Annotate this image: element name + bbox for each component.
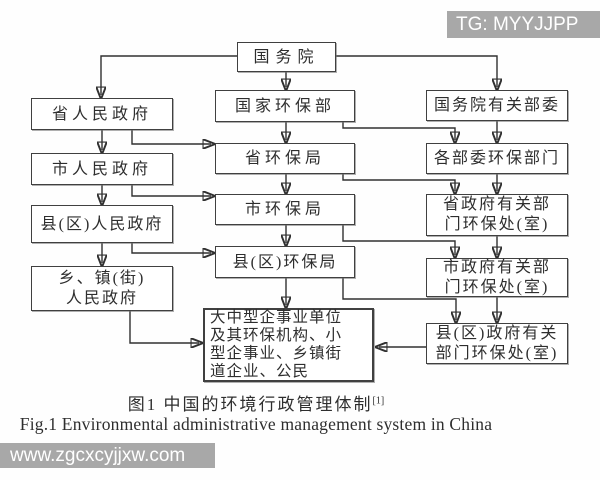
watermark-top-right: TG: MYYJJPP bbox=[447, 11, 600, 38]
node-provincial-dept-ep-office-label: 省政府有关部 门环保处(室) bbox=[442, 196, 551, 233]
node-county-government: 县(区)人民政府 bbox=[31, 205, 173, 243]
edge-cityepb-citydept bbox=[342, 225, 455, 255]
watermark-bottom-left: www.zgcxcyjjxw.com bbox=[0, 443, 215, 468]
node-provincial-epb-label: 省环保局 bbox=[244, 150, 325, 167]
node-municipal-government-label: 市人民政府 bbox=[51, 160, 152, 178]
node-county-government-label: 县(区)人民政府 bbox=[40, 215, 164, 233]
edge-statecouncil-ministries bbox=[336, 55, 497, 87]
node-enterprises-public-label: 大中型企事业单位 及其环保机构、小 型企事业、乡镇街 道企业、公民 bbox=[210, 309, 343, 380]
edge-provepb-provdept bbox=[342, 174, 455, 191]
node-state-council-ministries-label: 国务院有关部委 bbox=[433, 97, 560, 114]
figure-caption-chinese: 图1 中国的环境行政管理体制[1] bbox=[0, 390, 512, 415]
node-township-government: 乡、镇(街) 人民政府 bbox=[31, 266, 173, 311]
figure-caption-chinese-text: 图1 中国的环境行政管理体制 bbox=[127, 395, 373, 414]
node-municipal-dept-ep-office: 市政府有关部 门环保处(室) bbox=[426, 258, 568, 297]
node-enterprises-public: 大中型企事业单位 及其环保机构、小 型企事业、乡镇街 道企业、公民 bbox=[203, 308, 374, 382]
node-county-dept-ep-office-label: 县(区)政府有关 部门环保处(室) bbox=[435, 324, 559, 362]
node-state-council-ministries: 国务院有关部委 bbox=[426, 90, 568, 121]
node-municipal-epb-label: 市环保局 bbox=[244, 201, 325, 218]
node-national-epa-label: 国家环保部 bbox=[234, 97, 335, 115]
edge-statecouncil-provgov bbox=[101, 55, 237, 95]
node-national-epa: 国家环保部 bbox=[215, 90, 355, 122]
node-county-dept-ep-office: 县(区)政府有关 部门环保处(室) bbox=[426, 323, 568, 364]
citation-superscript: [1] bbox=[372, 395, 385, 407]
node-municipal-government: 市人民政府 bbox=[31, 153, 173, 185]
node-county-epb-label: 县(区)环保局 bbox=[232, 253, 338, 271]
edge-countygov-countyepb bbox=[131, 243, 211, 253]
node-provincial-dept-ep-office: 省政府有关部 门环保处(室) bbox=[426, 194, 568, 236]
edge-townshipgov-enterprises bbox=[129, 311, 199, 343]
edge-nepa-ministryepdept bbox=[342, 122, 455, 140]
node-state-council-label: 国务院 bbox=[253, 48, 320, 66]
node-provincial-government-label: 省人民政府 bbox=[51, 105, 152, 123]
figure-caption-english: Fig.1 Environmental administrative manag… bbox=[19, 414, 493, 434]
node-state-council: 国务院 bbox=[237, 42, 336, 72]
node-provincial-epb: 省环保局 bbox=[215, 143, 355, 174]
node-municipal-dept-ep-office-label: 市政府有关部 门环保处(室) bbox=[442, 258, 551, 296]
node-township-government-label: 乡、镇(街) 人民政府 bbox=[58, 269, 146, 307]
edge-provgov-provepb bbox=[131, 130, 211, 144]
node-municipal-epb: 市环保局 bbox=[215, 194, 355, 225]
node-county-epb: 县(区)环保局 bbox=[215, 246, 355, 278]
edge-citygov-cityepb bbox=[131, 185, 211, 196]
node-ministry-ep-departments: 各部委环保部门 bbox=[426, 143, 568, 174]
node-ministry-ep-departments-label: 各部委环保部门 bbox=[433, 150, 560, 167]
edge-countyepb-countydept bbox=[342, 278, 456, 320]
node-provincial-government: 省人民政府 bbox=[31, 98, 173, 130]
